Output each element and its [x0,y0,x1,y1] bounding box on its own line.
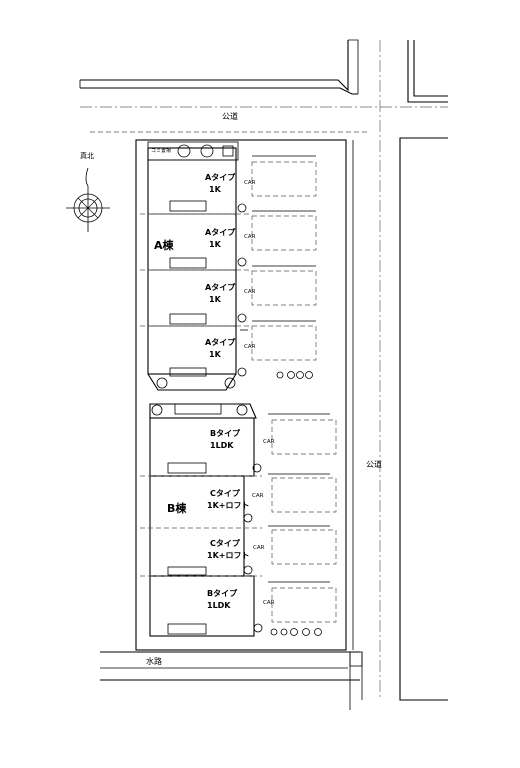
car-label-b2: CAR [252,493,264,499]
top-road-label: 公道 [222,111,238,121]
car-label-a4: CAR [244,344,256,350]
unit-a4-layout: 1K [209,350,222,359]
unit-a1-layout: 1K [209,185,222,194]
unit-b1-layout: 1LDK [210,441,234,450]
building-a [140,147,250,391]
garbage-area [147,141,239,161]
unit-a4-type: Aタイプ [205,337,236,347]
unit-a3-layout: 1K [209,295,222,304]
unit-a1-type: Aタイプ [205,172,236,182]
unit-a2-layout: 1K [209,240,222,249]
building-b-label: B棟 [167,501,187,515]
meters-b [270,628,322,636]
car-label-a1: CAR [244,180,256,186]
right-road-label: 公道 [366,459,382,469]
unit-c1-layout: 1K+ロフト [207,501,249,510]
top-road-wall [79,39,359,95]
meters-a [276,371,313,379]
unit-c1-type: Cタイプ [210,488,241,498]
north-compass [66,167,110,232]
unit-a2-type: Aタイプ [205,227,236,237]
canal [100,651,363,710]
car-label-b4: CAR [263,600,275,606]
unit-c2-layout: 1K+ロフト [207,551,249,560]
car-label-b3: CAR [253,545,265,551]
unit-b2-layout: 1LDK [207,601,231,610]
car-label-b1: CAR [263,439,275,445]
building-a-label: A棟 [154,238,175,252]
garbage-label: ゴミ置場 [151,147,171,154]
top-right-wall [407,40,448,103]
parking-b [268,413,337,623]
car-label-a3: CAR [244,289,256,295]
unit-b1-type: Bタイプ [210,428,241,438]
building-b [140,403,263,637]
north-label: 真北 [80,151,94,160]
canal-label: 水路 [146,656,162,666]
unit-a3-type: Aタイプ [205,282,236,292]
site-boundary [135,139,347,651]
unit-c2-type: Cタイプ [210,538,241,548]
unit-b2-type: Bタイプ [207,588,238,598]
car-label-a2: CAR [244,234,256,240]
neighbor-building [399,137,448,701]
parking-a [240,155,317,361]
